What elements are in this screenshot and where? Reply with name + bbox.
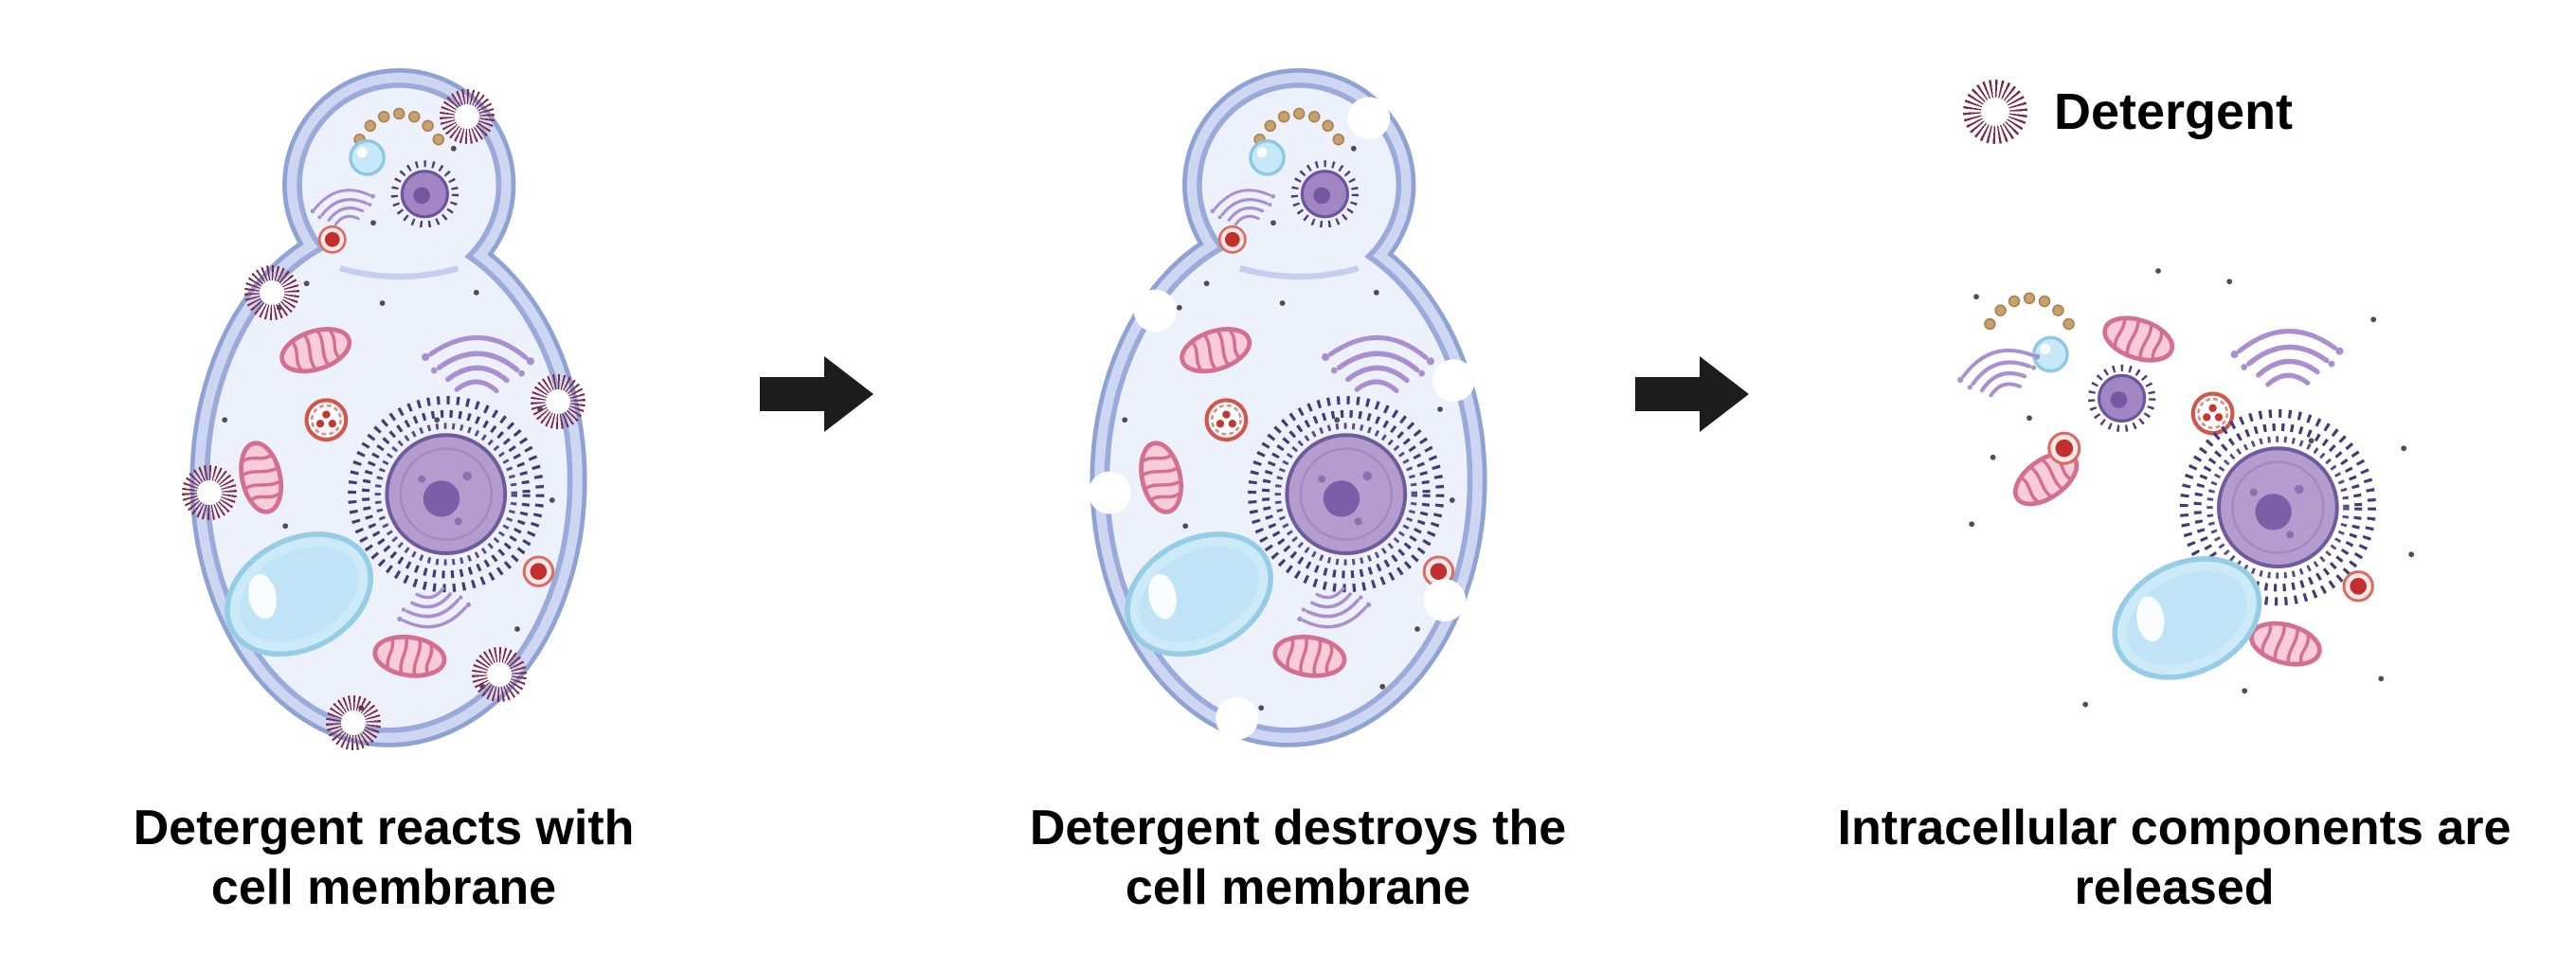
- detergent-micelle-icon: [326, 695, 381, 750]
- mitochondrion: [2099, 311, 2177, 369]
- membrane-holes: [1088, 97, 1475, 740]
- detergent-legend-icon: [1963, 80, 2027, 144]
- vesicle: [2032, 335, 2069, 373]
- legend-label: Detergent: [2054, 83, 2294, 140]
- flow-arrow-2: [1635, 356, 1749, 432]
- detergent-micelle-icon: [440, 89, 495, 144]
- mitochondrion: [2247, 617, 2324, 672]
- detergent-micelle-icon: [244, 265, 299, 320]
- yeast-cell: [207, 88, 567, 728]
- flow-arrow-1: [760, 356, 874, 432]
- caption-step-3: Intracellular components are released: [1837, 801, 2512, 916]
- detergent-micelle-icon: [182, 465, 237, 520]
- legend: Detergent: [1963, 80, 2293, 144]
- cell-stage-1: [85, 38, 692, 750]
- caption-step-2: Detergent destroys the cell membrane: [1029, 801, 1567, 916]
- golgi: [2231, 332, 2344, 385]
- lysosome: [2342, 570, 2374, 603]
- golgi: [1953, 341, 2046, 403]
- lysosome: [2047, 431, 2081, 465]
- bud-nucleus: [2092, 368, 2153, 428]
- peroxisome: [2193, 394, 2233, 434]
- cell-stage-2: [1088, 38, 1475, 740]
- detergent-micelle-icon: [472, 647, 527, 702]
- detergent-micelle-icon: [531, 374, 585, 429]
- released-components: [1847, 268, 2415, 708]
- ribosome-chain: [1984, 292, 2075, 331]
- caption-step-1: Detergent reacts with cell membrane: [133, 801, 635, 916]
- yeast-cell: [1107, 88, 1468, 728]
